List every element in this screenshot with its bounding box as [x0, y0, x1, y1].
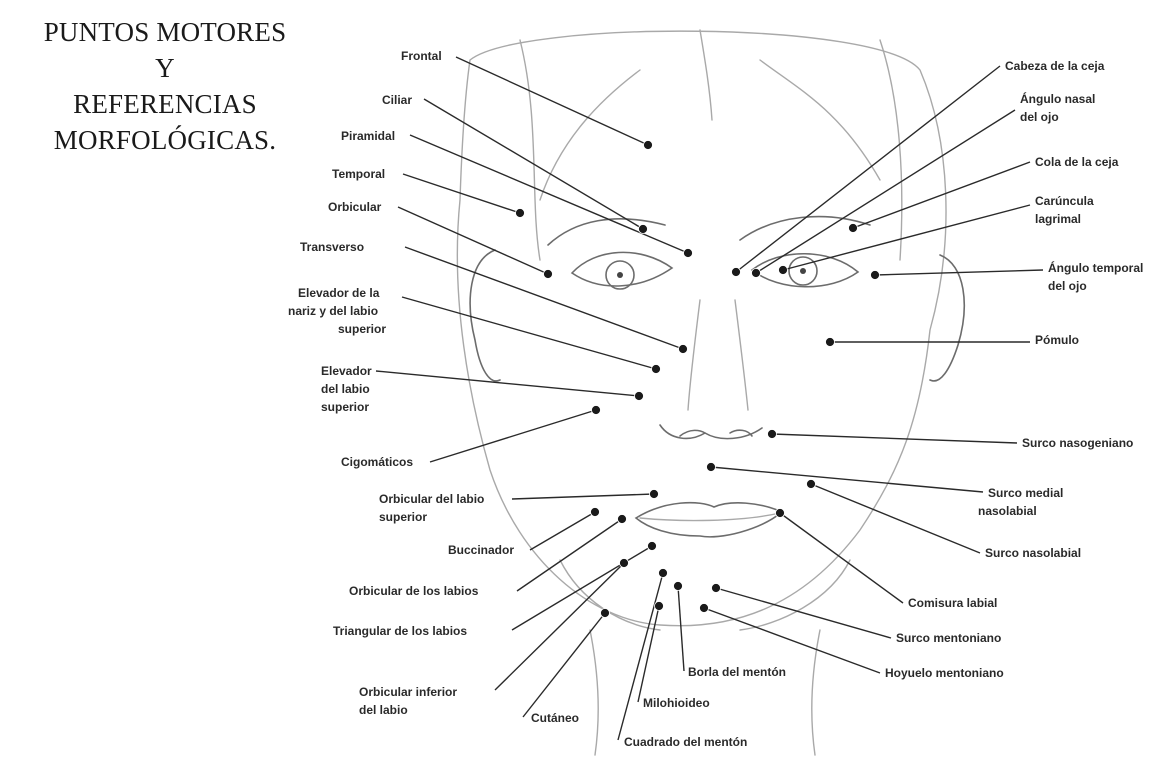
- label-piramidal: Piramidal: [341, 129, 395, 143]
- label-transverso: Transverso: [300, 240, 364, 254]
- face-sketch: [457, 30, 964, 755]
- motor-point-frontal: [644, 141, 653, 150]
- leader-transverso: [405, 247, 683, 349]
- label-cabeza-ceja: Cabeza de la ceja: [1005, 59, 1105, 73]
- leader-frontal: [456, 57, 648, 145]
- leader-ciliar: [424, 99, 643, 229]
- label-milohioideo: Milohioideo: [643, 696, 710, 710]
- motor-point-milohioideo: [655, 602, 664, 611]
- label-hoyuelo-mentoniano: Hoyuelo mentoniano: [885, 666, 1004, 680]
- motor-point-elevador-nariz: [652, 365, 661, 374]
- label-pomulo: Pómulo: [1035, 333, 1079, 347]
- leader-piramidal: [410, 135, 688, 253]
- motor-point-caruncula: [779, 266, 788, 275]
- label-orbicular-labios: Orbicular de los labios: [349, 584, 479, 598]
- motor-point-ciliar: [639, 225, 648, 234]
- motor-point-surco-medial: [707, 463, 716, 472]
- leader-triangular-labios: [512, 546, 652, 630]
- leader-surco-nasolabial: [811, 484, 980, 553]
- motor-point-cuadrado-menton: [659, 569, 668, 578]
- motor-point-cabeza-ceja: [732, 268, 741, 277]
- leader-temporal: [403, 174, 520, 213]
- motor-point-elevador-labio: [635, 392, 644, 401]
- motor-point-borla-menton: [674, 582, 683, 591]
- motor-point-temporal: [516, 209, 525, 218]
- label-cutaneo: Cutáneo: [531, 711, 579, 725]
- leader-surco-medial: [711, 467, 983, 492]
- label-frontal: Frontal: [401, 49, 442, 63]
- label-surco-nasogeniano: Surco nasogeniano: [1022, 436, 1133, 450]
- leader-elevador-nariz: [402, 297, 656, 369]
- motor-point-angulo-nasal: [752, 269, 761, 278]
- motor-point-cigomaticos: [592, 406, 601, 415]
- label-cuadrado-menton: Cuadrado del mentón: [624, 735, 747, 749]
- motor-point-triangular-labios: [648, 542, 657, 551]
- label-cigomaticos: Cigomáticos: [341, 455, 413, 469]
- label-orbicular-inferior: Orbicular inferior del labio: [359, 685, 460, 717]
- leader-orbicular: [398, 207, 548, 274]
- motor-point-piramidal: [684, 249, 693, 258]
- leader-cutaneo: [523, 613, 605, 717]
- label-buccinador: Buccinador: [448, 543, 514, 557]
- leader-elevador-labio: [376, 371, 639, 396]
- motor-point-angulo-temporal: [871, 271, 880, 280]
- label-borla-menton: Borla del mentón: [688, 665, 786, 679]
- leader-cuadrado-menton: [618, 573, 663, 740]
- motor-point-surco-mentoniano: [712, 584, 721, 593]
- motor-point-hoyuelo-mentoniano: [700, 604, 709, 613]
- motor-point-comisura-labial: [776, 509, 785, 518]
- label-elevador-labio: Elevador del labio superior: [321, 364, 375, 414]
- motor-point-surco-nasogeniano: [768, 430, 777, 439]
- leader-surco-mentoniano: [716, 588, 891, 638]
- motor-point-orbicular-inferior: [620, 559, 629, 568]
- label-comisura-labial: Comisura labial: [908, 596, 997, 610]
- motor-point-orbicular-labios: [618, 515, 627, 524]
- label-triangular-labios: Triangular de los labios: [333, 624, 467, 638]
- motor-point-pomulo: [826, 338, 835, 347]
- label-angulo-temporal: Ángulo temporal del ojo: [1048, 260, 1147, 293]
- motor-point-cola-ceja: [849, 224, 858, 233]
- motor-point-buccinador: [591, 508, 600, 517]
- diagram-labels: Frontal Ciliar Piramidal Temporal Orbicu…: [288, 49, 1147, 749]
- label-elevador-nariz: Elevador de la nariz y del labio superio…: [288, 286, 386, 336]
- leader-cigomaticos: [430, 410, 596, 462]
- motor-point-orbicular: [544, 270, 553, 279]
- label-angulo-nasal: Ángulo nasal del ojo: [1020, 91, 1099, 124]
- label-orbicular-labio-superior: Orbicular del labio superior: [379, 492, 488, 524]
- label-surco-mentoniano: Surco mentoniano: [896, 631, 1001, 645]
- label-ciliar: Ciliar: [382, 93, 412, 107]
- leader-surco-nasogeniano: [772, 434, 1017, 443]
- motor-point-orbicular-labio-superior: [650, 490, 659, 499]
- leader-cabeza-ceja: [736, 66, 1000, 272]
- leader-borla-menton: [678, 586, 684, 671]
- label-cola-ceja: Cola de la ceja: [1035, 155, 1119, 169]
- leader-hoyuelo-mentoniano: [704, 608, 880, 673]
- motor-point-surco-nasolabial: [807, 480, 816, 489]
- label-temporal: Temporal: [332, 167, 385, 181]
- label-caruncula: Carúncula lagrimal: [1035, 194, 1097, 226]
- label-surco-medial: Surco medial nasolabial: [978, 486, 1067, 518]
- motor-point-transverso: [679, 345, 688, 354]
- motor-point-cutaneo: [601, 609, 610, 618]
- leader-angulo-nasal: [756, 110, 1015, 273]
- label-surco-nasolabial: Surco nasolabial: [985, 546, 1081, 560]
- label-orbicular: Orbicular: [328, 200, 382, 214]
- leader-caruncula: [783, 205, 1030, 270]
- leader-orbicular-labio-superior: [512, 494, 654, 499]
